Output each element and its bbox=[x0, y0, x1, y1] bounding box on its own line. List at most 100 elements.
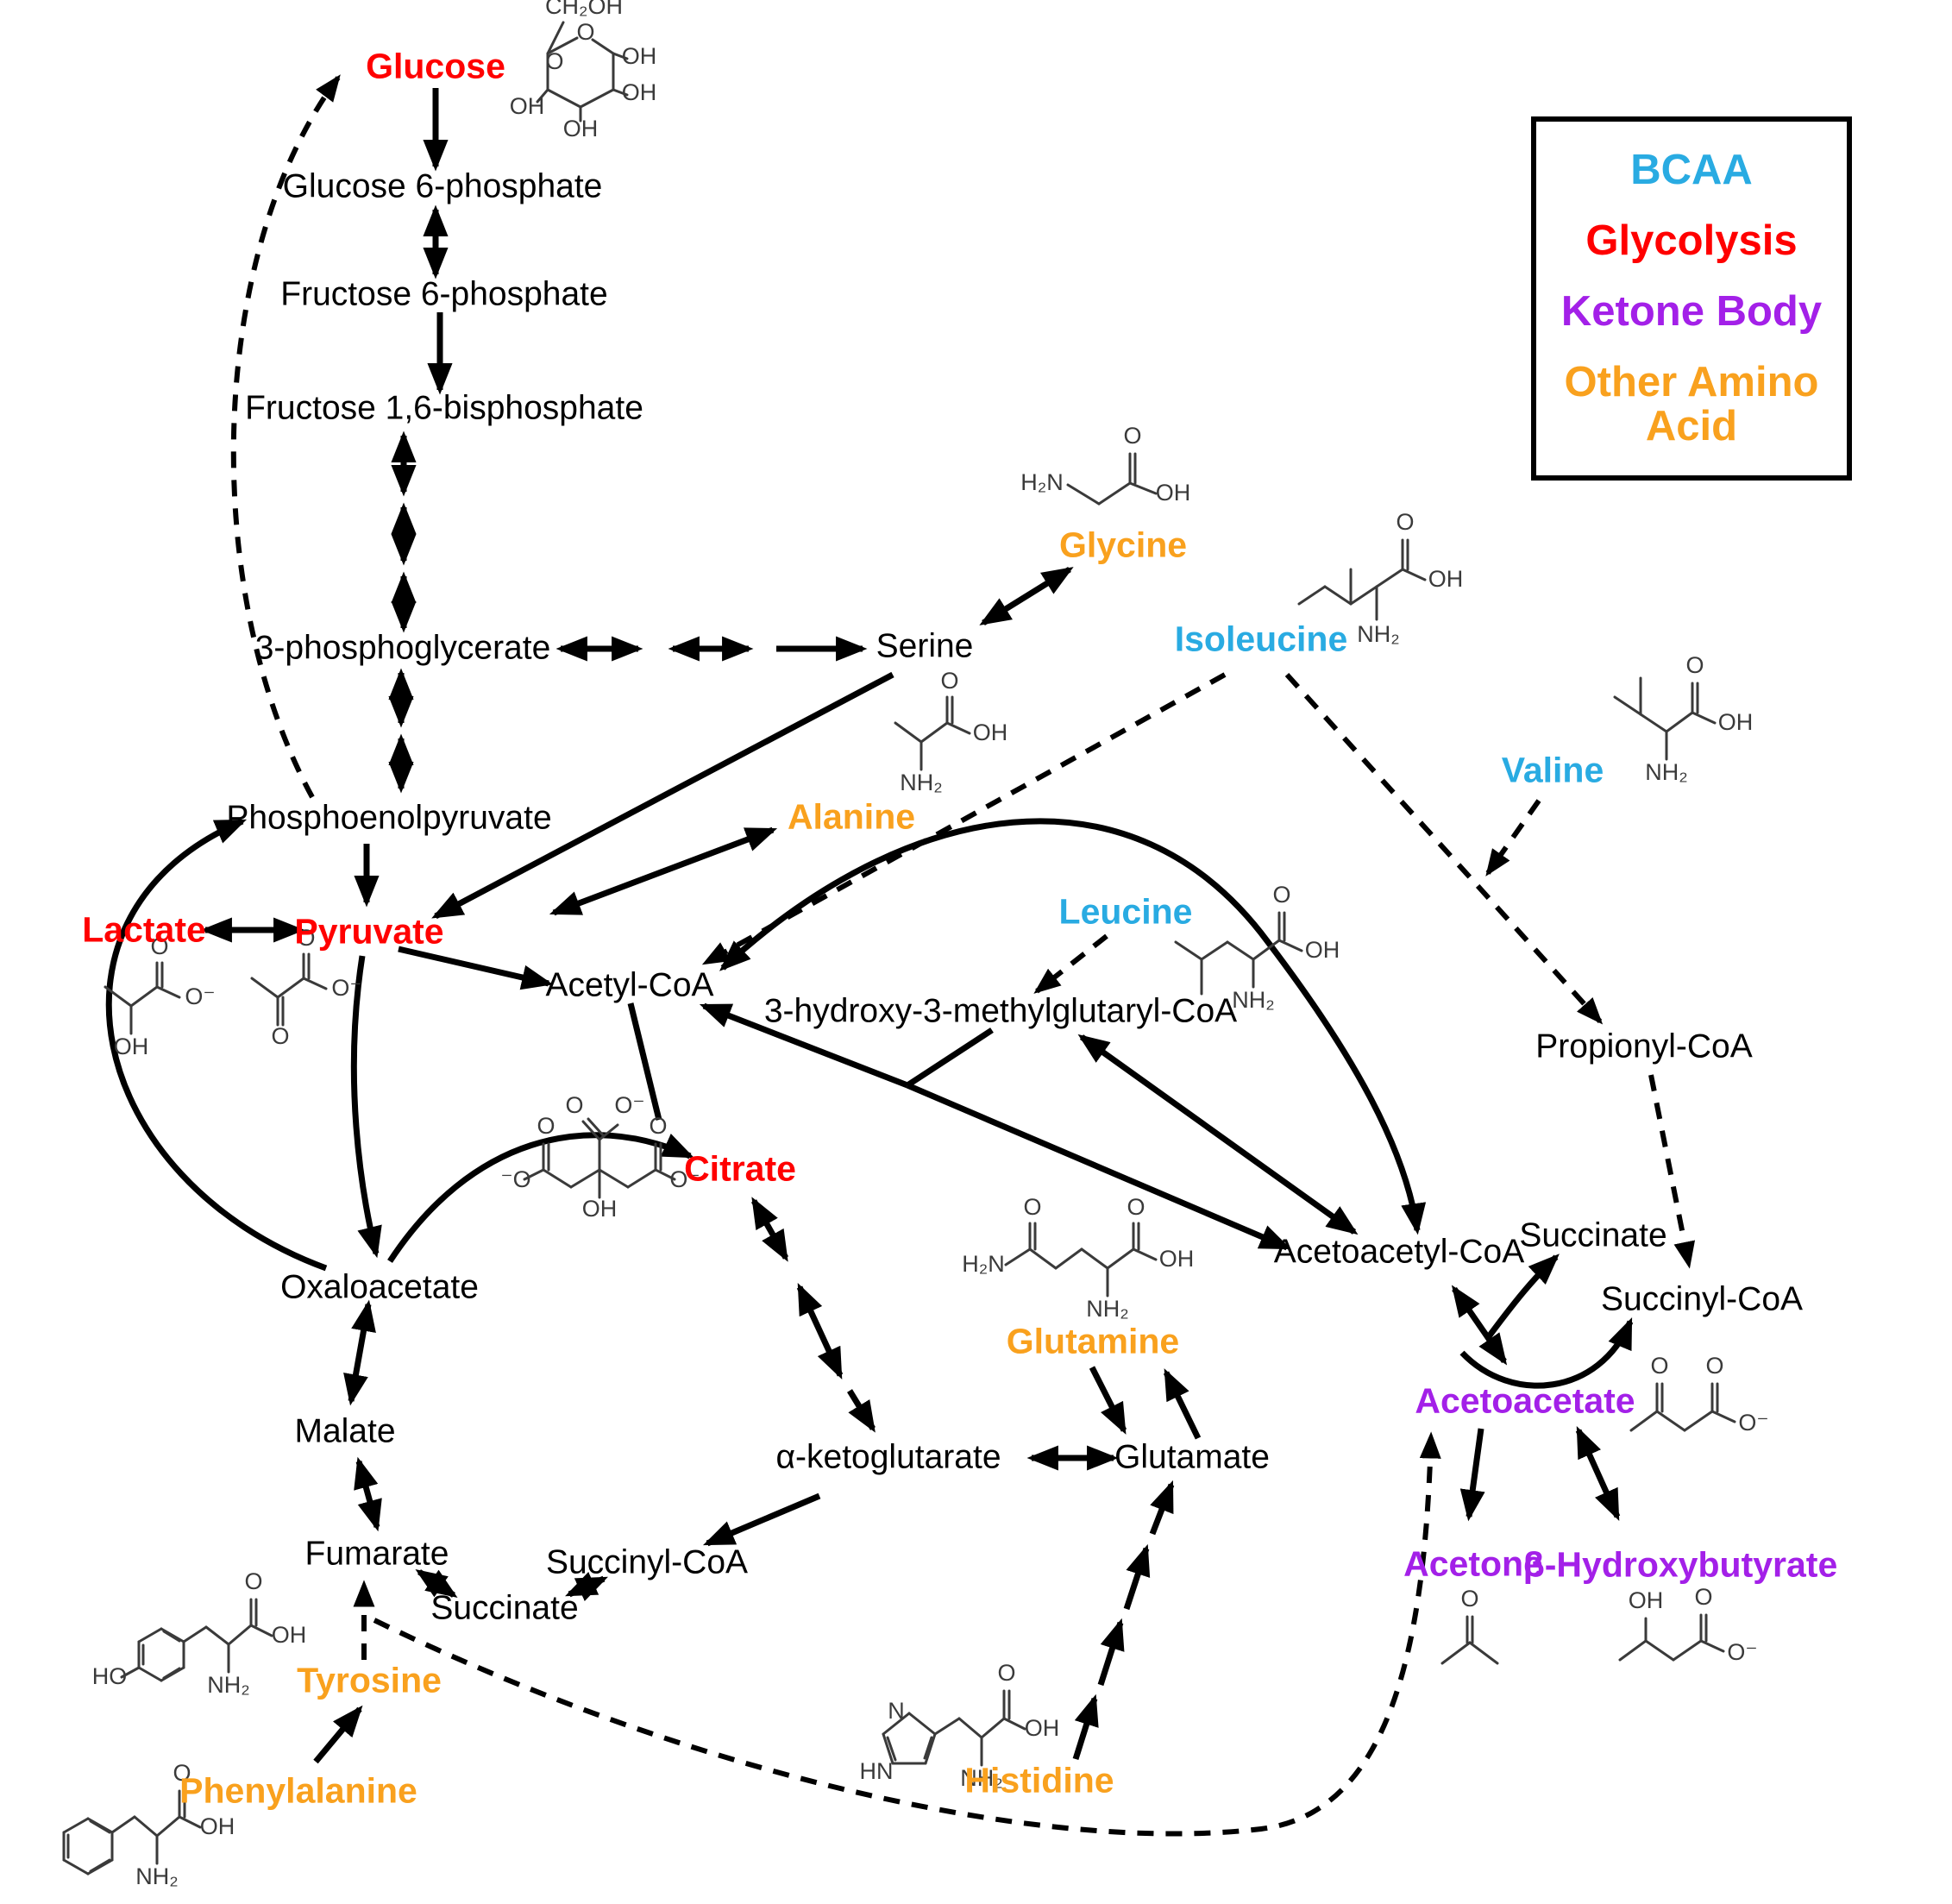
svg-text:NH₂: NH₂ bbox=[1232, 987, 1274, 1013]
svg-text:OH: OH bbox=[622, 43, 657, 69]
arrow-citrate-akg-1 bbox=[750, 1197, 789, 1262]
svg-text:OH: OH bbox=[272, 1622, 307, 1648]
arrow-akg-to-succinylcoa-tca bbox=[702, 1492, 821, 1547]
svg-text:O⁻: O⁻ bbox=[1738, 1410, 1768, 1436]
node-f16bp: Fructose 1,6-bisphosphate bbox=[245, 389, 643, 427]
node-serine: Serine bbox=[876, 627, 974, 665]
lactate-structure: OO⁻OH bbox=[104, 933, 216, 1059]
node-valine: Valine bbox=[1501, 750, 1604, 790]
svg-text:NH₂: NH₂ bbox=[960, 1765, 1002, 1791]
svg-text:OH: OH bbox=[510, 93, 545, 119]
arrow-hmg-fork-branch bbox=[906, 1027, 994, 1088]
node-succinyl-coa-tca: Succinyl-CoA bbox=[545, 1543, 749, 1581]
svg-text:OH: OH bbox=[114, 1034, 149, 1059]
legend-item-other-amino-acid: Other Amino Acid bbox=[1564, 358, 1819, 449]
svg-text:O: O bbox=[940, 668, 958, 694]
node-citrate: Citrate bbox=[684, 1148, 796, 1189]
svg-text:O: O bbox=[649, 1113, 667, 1139]
node-glutamine: Glutamine bbox=[1006, 1321, 1180, 1361]
svg-text:O: O bbox=[173, 1760, 191, 1786]
node-propionyl-coa: Propionyl-CoA bbox=[1535, 1027, 1753, 1065]
svg-text:O⁻: O⁻ bbox=[1727, 1639, 1757, 1665]
node-glucose: Glucose bbox=[366, 46, 505, 86]
svg-text:O: O bbox=[545, 48, 563, 74]
node-acetoacetate: Acetoacetate bbox=[1415, 1380, 1635, 1421]
svg-text:HN: HN bbox=[860, 1758, 894, 1784]
svg-text:OH: OH bbox=[200, 1813, 235, 1839]
node-f6p: Fructose 6-phosphate bbox=[280, 275, 608, 313]
svg-text:O: O bbox=[576, 19, 594, 45]
node-succinate-right: Succinate bbox=[1519, 1216, 1667, 1254]
svg-text:NH₂: NH₂ bbox=[1086, 1296, 1128, 1322]
svg-text:OH: OH bbox=[1159, 1246, 1195, 1272]
node-lactate: Lactate bbox=[82, 909, 206, 950]
node-malate: Malate bbox=[294, 1412, 396, 1450]
svg-text:O: O bbox=[1123, 423, 1141, 449]
node-beta-hydroxybutyrate: β-Hydroxybutyrate bbox=[1522, 1544, 1838, 1585]
svg-text:⁻O: ⁻O bbox=[500, 1166, 530, 1192]
arrow-oxaloacetate-malate bbox=[343, 1299, 376, 1406]
node-acetoacetyl-coa: Acetoacetyl-CoA bbox=[1273, 1233, 1525, 1271]
node-isoleucine: Isoleucine bbox=[1174, 619, 1348, 659]
arrow-acetoacetylcoa-acetoacetate bbox=[1451, 1285, 1508, 1366]
svg-text:O: O bbox=[565, 1092, 583, 1118]
arrow-serine-glycine bbox=[979, 567, 1074, 625]
arrow-gluconeogenesis-to-glucose bbox=[230, 74, 341, 799]
svg-text:O⁻: O⁻ bbox=[614, 1092, 644, 1118]
svg-text:H₂N: H₂N bbox=[1020, 469, 1063, 495]
arrow-pyruvate-alanine bbox=[549, 826, 778, 916]
arrow-glutamate-to-glutamine bbox=[1163, 1368, 1202, 1440]
arrow-pyruvate-to-oxaloacetate bbox=[350, 955, 382, 1259]
svg-text:OH: OH bbox=[973, 719, 1008, 745]
svg-text:O: O bbox=[1694, 1584, 1712, 1610]
svg-text:NH₂: NH₂ bbox=[207, 1672, 249, 1698]
arrow-valine-to-propionylcoa bbox=[1485, 799, 1541, 877]
svg-text:OH: OH bbox=[1718, 709, 1754, 735]
arrow-isoleucine-to-propionylcoa bbox=[1284, 672, 1604, 1025]
arrow-oxaloacetate-to-pep bbox=[105, 818, 328, 1272]
arrow-fumarate-succinate bbox=[415, 1568, 458, 1599]
node-fumarate: Fumarate bbox=[304, 1535, 449, 1573]
arrow-malate-fumarate bbox=[354, 1456, 382, 1532]
svg-text:H₂N: H₂N bbox=[962, 1251, 1004, 1277]
svg-text:OH: OH bbox=[1629, 1587, 1664, 1613]
svg-text:O: O bbox=[1127, 1194, 1145, 1220]
node-pyruvate: Pyruvate bbox=[294, 911, 444, 952]
beta-hydroxybutyrate-structure: OH O O⁻ bbox=[1618, 1584, 1758, 1665]
svg-text:O: O bbox=[997, 1660, 1015, 1686]
svg-text:O: O bbox=[1650, 1353, 1668, 1379]
svg-text:O⁻: O⁻ bbox=[669, 1166, 700, 1192]
node-oxaloacetate: Oxaloacetate bbox=[280, 1268, 479, 1306]
legend: BCAA Glycolysis Ketone Body Other Amino … bbox=[1531, 116, 1852, 481]
arrow-tyrosine-to-acetoacetate bbox=[373, 1431, 1441, 1837]
arrow-histidine-chain-2 bbox=[1097, 1618, 1125, 1687]
arrow-oxaloacetate-to-citrate bbox=[387, 1132, 694, 1263]
legend-item-ketone-body: Ketone Body bbox=[1560, 287, 1823, 335]
arrow-acetylcoa-acetoacetylcoa-arc bbox=[719, 818, 1427, 1235]
node-glycine: Glycine bbox=[1058, 525, 1188, 565]
node-acetone: Acetone bbox=[1403, 1543, 1543, 1584]
svg-text:N: N bbox=[888, 1698, 905, 1724]
arrow-citrate-akg-2 bbox=[796, 1283, 844, 1379]
svg-text:CH₂OH: CH₂OH bbox=[545, 0, 623, 19]
arrow-histidine-chain-4 bbox=[1149, 1480, 1175, 1536]
node-succinyl-coa-right: Succinyl-CoA bbox=[1600, 1280, 1804, 1318]
pyruvate-structure: OO⁻O bbox=[250, 925, 362, 1049]
arrow-acetoacetate-to-acetone bbox=[1459, 1428, 1485, 1522]
svg-text:O⁻: O⁻ bbox=[331, 975, 361, 1001]
arrow-pyruvate-to-acetylcoa bbox=[398, 946, 554, 990]
svg-text:O: O bbox=[1685, 652, 1704, 678]
svg-text:O: O bbox=[1460, 1586, 1478, 1612]
svg-text:OH: OH bbox=[1305, 937, 1340, 963]
